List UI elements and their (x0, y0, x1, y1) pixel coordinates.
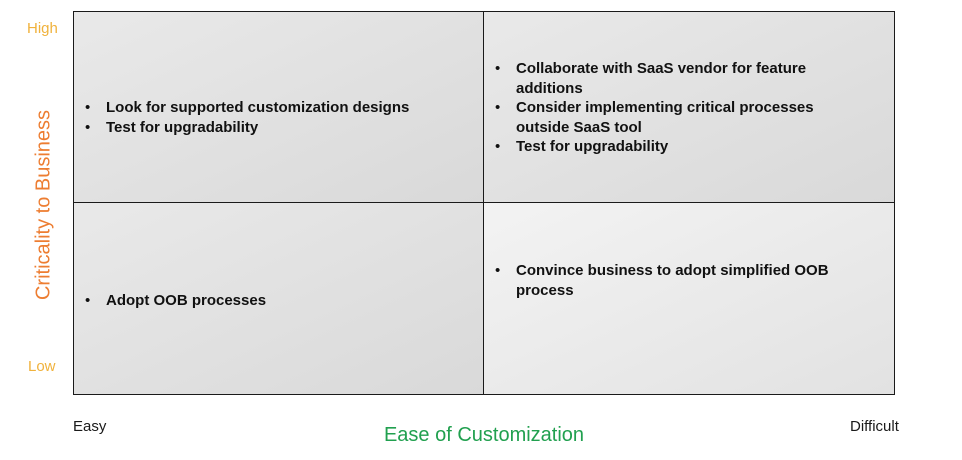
list-item: Adopt OOB processes (74, 291, 302, 311)
bullet-list: Convince business to adopt simplified OO… (484, 261, 894, 300)
y-axis-low-label: Low (28, 358, 56, 375)
list-item: Test for upgradability (484, 137, 894, 157)
y-axis-high-label: High (27, 20, 58, 37)
bullet-list: Collaborate with SaaS vendor for feature… (484, 59, 894, 157)
quadrant-bottom-right: Convince business to adopt simplified OO… (484, 203, 894, 394)
quadrant-top-left: Look for supported customization designs… (74, 12, 484, 203)
bullet-list: Adopt OOB processes (74, 291, 302, 311)
quadrant-top-right: Collaborate with SaaS vendor for feature… (484, 12, 894, 203)
list-item: Test for upgradability (74, 118, 445, 138)
quadrant-matrix: Look for supported customization designs… (73, 11, 895, 395)
list-item: Collaborate with SaaS vendor for feature… (484, 59, 894, 98)
list-item: Consider implementing critical processes… (484, 98, 894, 137)
y-axis-title: Criticality to Business (32, 109, 55, 301)
x-axis-easy-label: Easy (73, 418, 107, 435)
bullet-list: Look for supported customization designs… (74, 98, 445, 137)
x-axis-title: Ease of Customization (383, 424, 585, 446)
quadrant-bottom-left: Adopt OOB processes (74, 203, 484, 394)
x-axis-difficult-label: Difficult (850, 418, 899, 435)
list-item: Convince business to adopt simplified OO… (484, 261, 894, 300)
list-item: Look for supported customization designs (74, 98, 445, 118)
